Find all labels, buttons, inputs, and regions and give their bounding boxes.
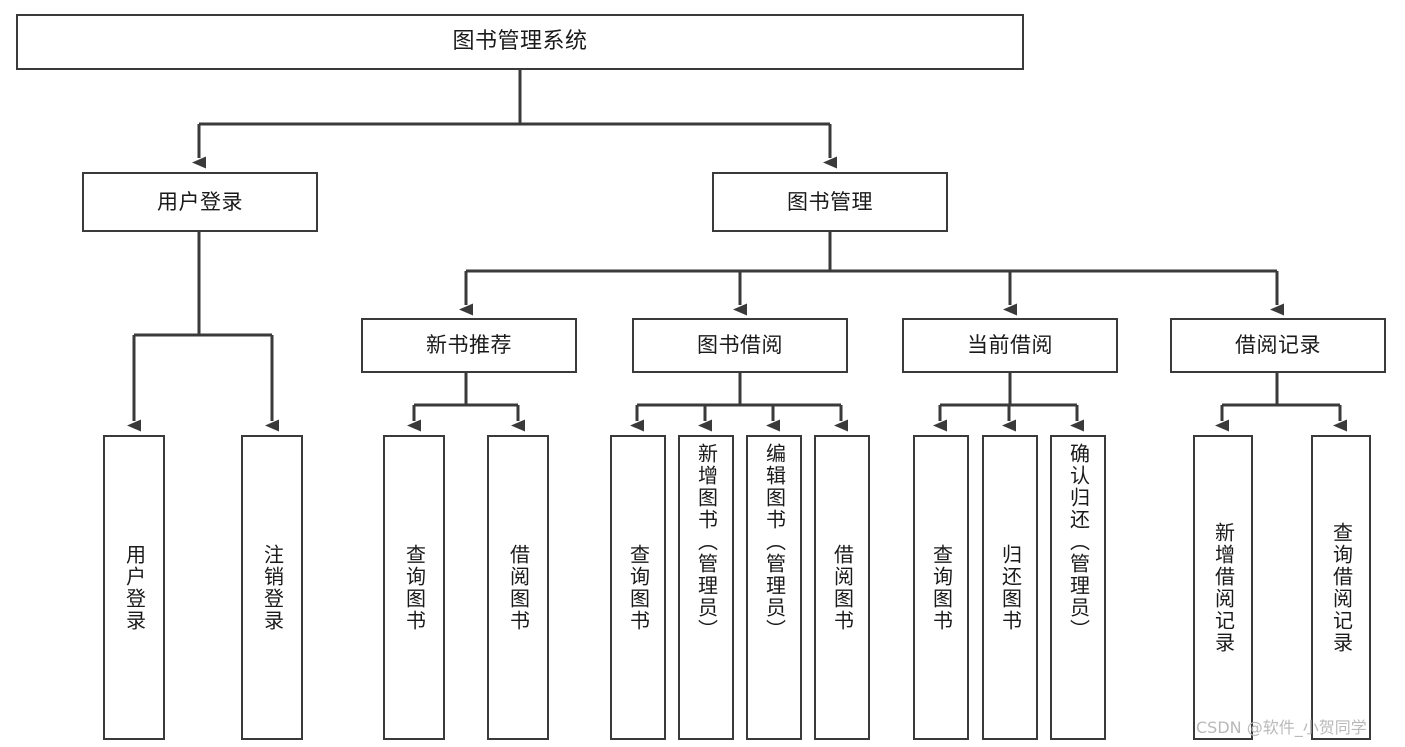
- node-leaf-add-book-admin[interactable]: 新增图书（管理员）: [678, 435, 734, 740]
- node-current-borrow-label: 当前借阅: [967, 333, 1053, 358]
- node-leaf-add-book-admin-label: 新增图书（管理员）: [694, 443, 719, 641]
- node-new-book-recommend[interactable]: 新书推荐: [361, 318, 577, 373]
- node-borrow-record-label: 借阅记录: [1235, 333, 1321, 358]
- node-leaf-confirm-return-admin[interactable]: 确认归还（管理员）: [1050, 435, 1106, 740]
- node-leaf-logout[interactable]: 注销登录: [241, 435, 303, 740]
- node-book-management-label: 图书管理: [787, 189, 873, 214]
- node-root-system[interactable]: 图书管理系统: [16, 14, 1024, 70]
- node-leaf-user-login-label: 用户登录: [122, 543, 147, 632]
- node-new-book-recommend-label: 新书推荐: [426, 333, 512, 358]
- node-leaf-confirm-return-admin-label: 确认归还（管理员）: [1066, 443, 1091, 641]
- node-leaf-query-book-borrow-label: 查询图书: [626, 543, 651, 632]
- node-leaf-return-book[interactable]: 归还图书: [982, 435, 1038, 740]
- node-leaf-add-borrow-record[interactable]: 新增借阅记录: [1193, 435, 1253, 740]
- node-current-borrow[interactable]: 当前借阅: [902, 318, 1118, 373]
- node-leaf-add-borrow-record-label: 新增借阅记录: [1211, 521, 1236, 654]
- node-leaf-borrow-book[interactable]: 借阅图书: [814, 435, 870, 740]
- node-leaf-user-login[interactable]: 用户登录: [103, 435, 165, 740]
- node-root-label: 图书管理系统: [452, 29, 588, 55]
- node-leaf-query-book-borrow[interactable]: 查询图书: [610, 435, 666, 740]
- node-leaf-query-book-recommend[interactable]: 查询图书: [383, 435, 445, 740]
- node-leaf-query-book-recommend-label: 查询图书: [402, 543, 427, 632]
- node-borrow-record[interactable]: 借阅记录: [1170, 318, 1386, 373]
- node-leaf-query-book-current-label: 查询图书: [929, 543, 954, 632]
- node-leaf-query-book-current[interactable]: 查询图书: [913, 435, 969, 740]
- node-book-management[interactable]: 图书管理: [712, 172, 948, 232]
- node-leaf-query-borrow-record-label: 查询借阅记录: [1329, 521, 1354, 654]
- node-leaf-edit-book-admin[interactable]: 编辑图书（管理员）: [746, 435, 802, 740]
- node-user-login[interactable]: 用户登录: [82, 172, 318, 232]
- node-leaf-return-book-label: 归还图书: [998, 543, 1023, 632]
- node-leaf-borrow-book-recommend-label: 借阅图书: [506, 543, 531, 632]
- node-leaf-logout-label: 注销登录: [260, 543, 285, 632]
- node-book-borrow[interactable]: 图书借阅: [632, 318, 848, 373]
- node-leaf-borrow-book-recommend[interactable]: 借阅图书: [487, 435, 549, 740]
- node-user-login-label: 用户登录: [157, 189, 243, 214]
- node-leaf-query-borrow-record[interactable]: 查询借阅记录: [1311, 435, 1371, 740]
- node-leaf-borrow-book-label: 借阅图书: [830, 543, 855, 632]
- node-book-borrow-label: 图书借阅: [697, 333, 783, 358]
- node-leaf-edit-book-admin-label: 编辑图书（管理员）: [762, 443, 787, 641]
